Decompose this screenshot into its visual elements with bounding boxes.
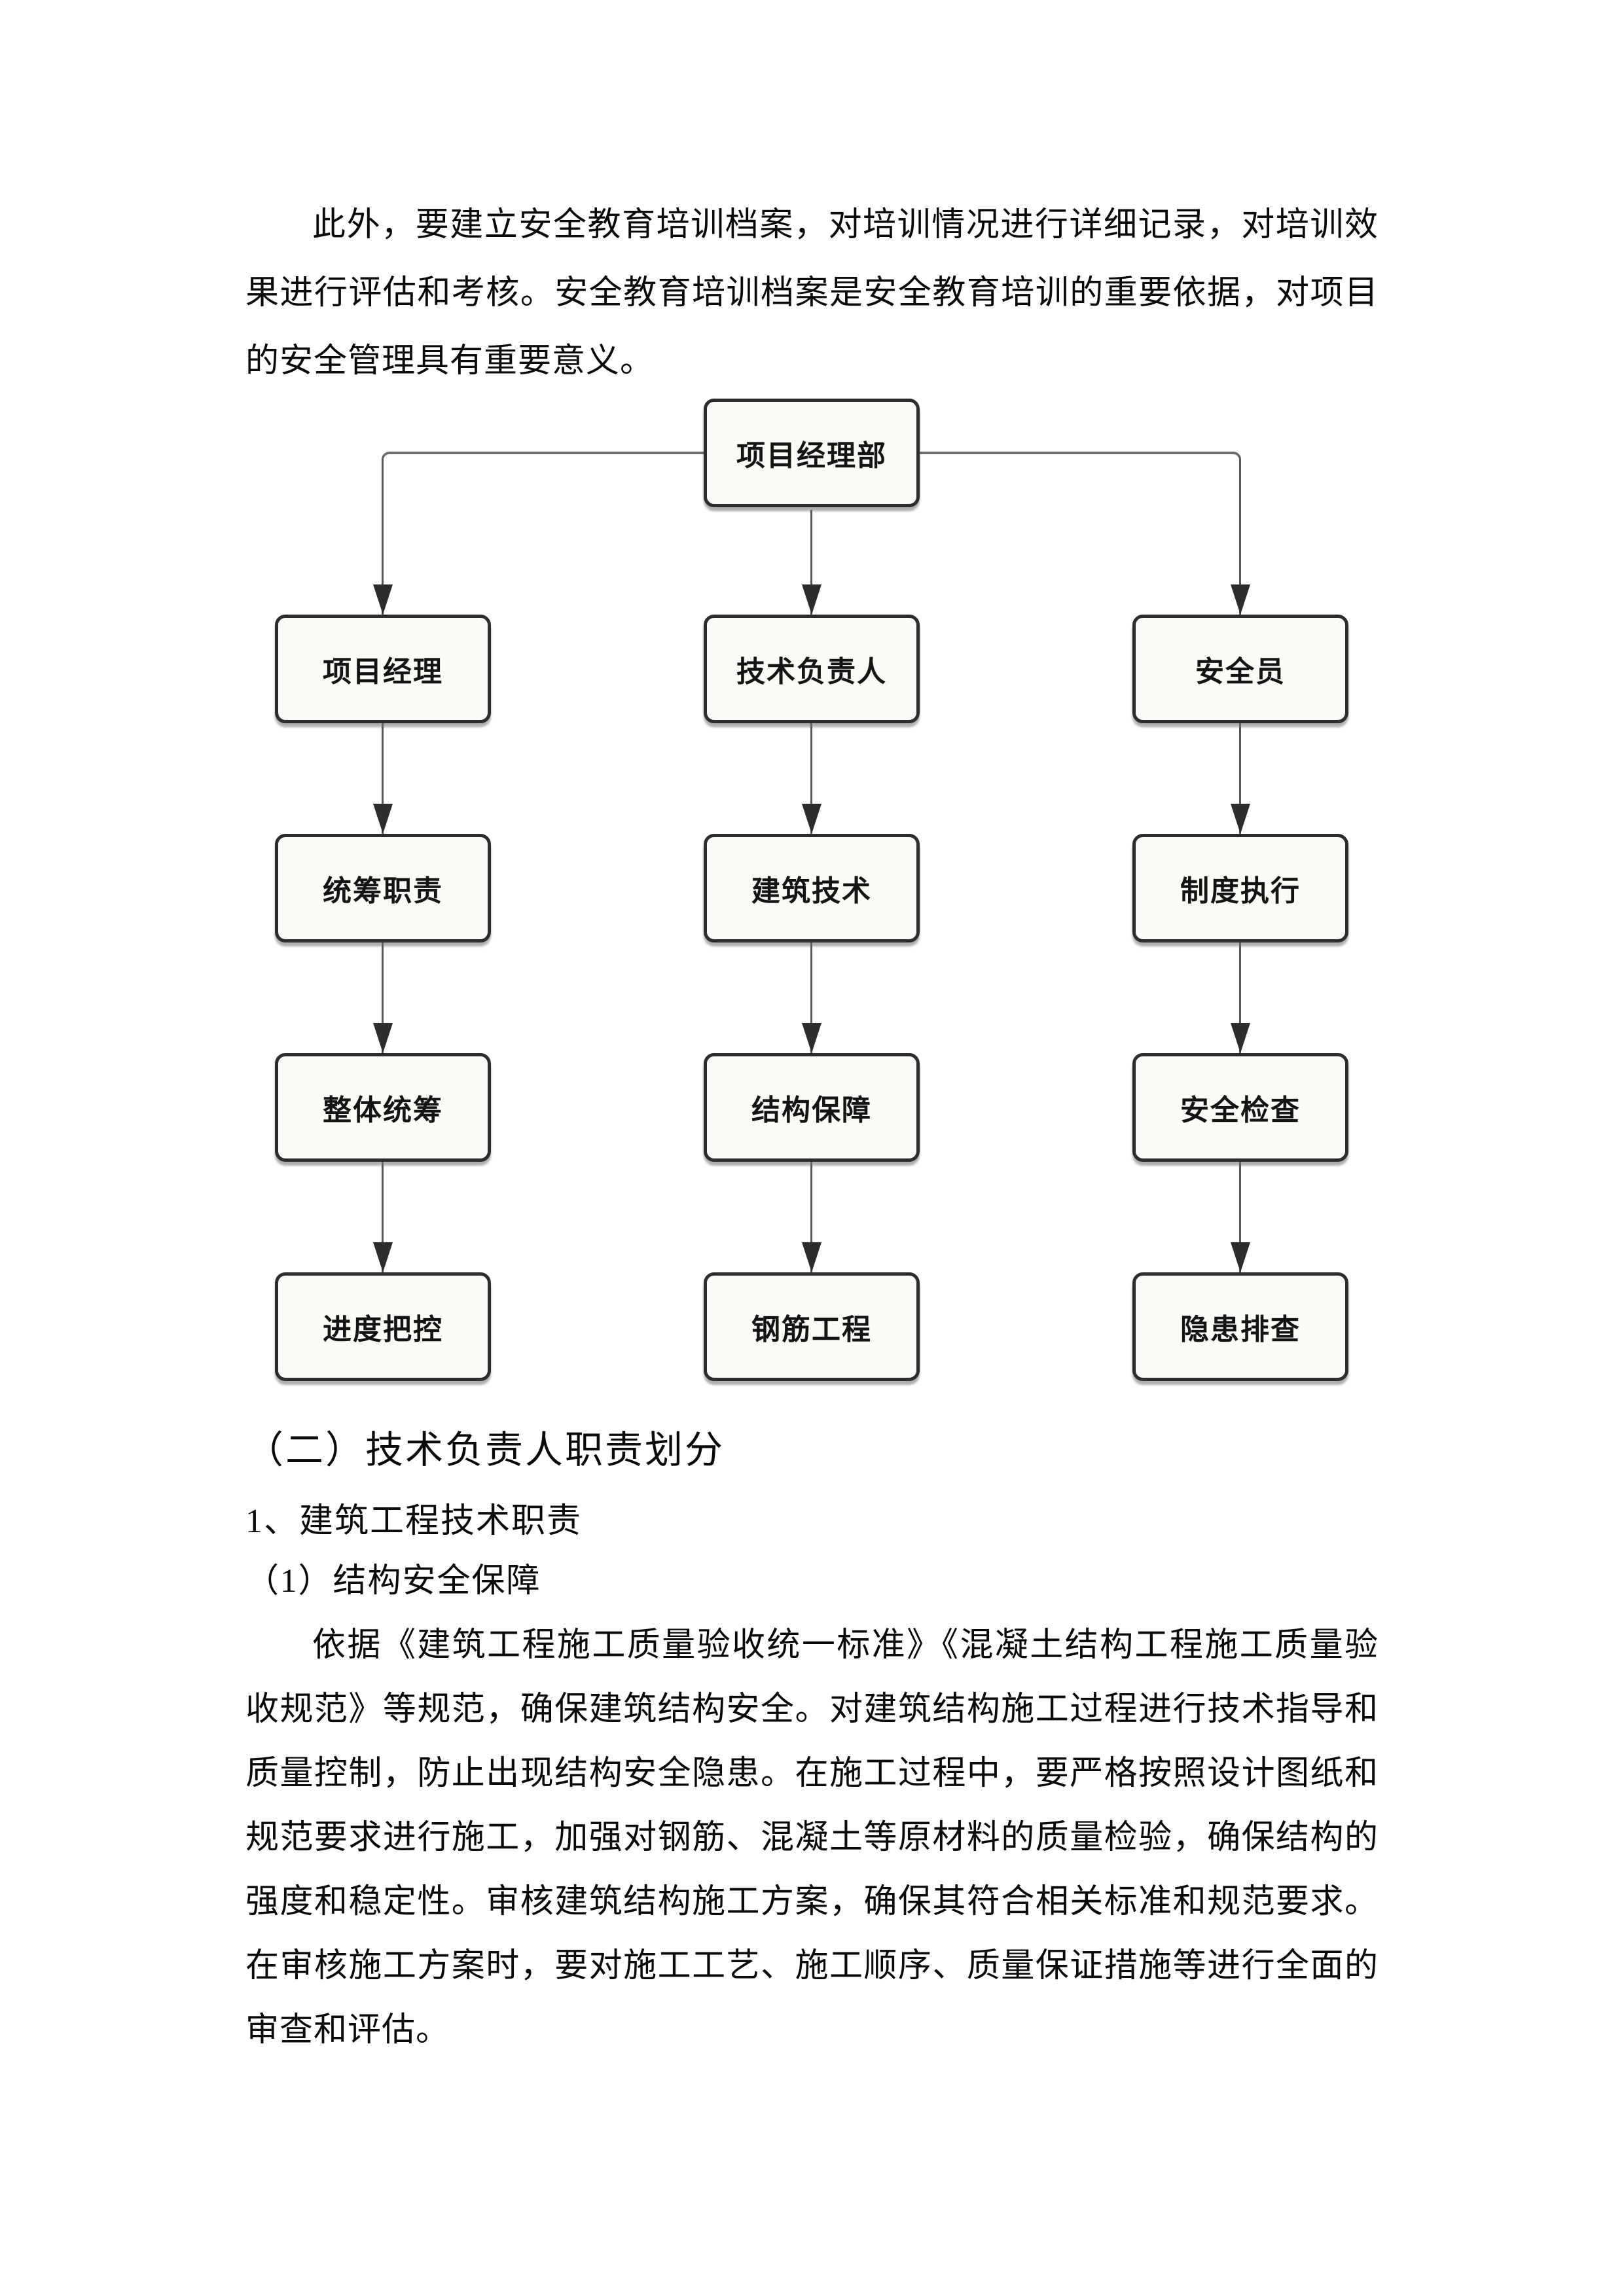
down-arrowhead-icon xyxy=(1231,1242,1250,1272)
flow-node-rebar-engineering: 钢筋工程 xyxy=(704,1272,920,1381)
down-arrowhead-icon xyxy=(373,1023,393,1053)
down-arrowhead-icon xyxy=(373,1242,393,1272)
flow-node-progress-control: 进度把控 xyxy=(275,1272,491,1381)
down-arrowhead-icon xyxy=(802,584,821,615)
flow-node-building-technology: 建筑技术 xyxy=(704,834,920,942)
flow-node-safety-inspection: 安全检查 xyxy=(1132,1053,1348,1162)
flow-node-overall-coordination: 整体统筹 xyxy=(275,1053,491,1162)
intro-paragraph: 此外，要建立安全教育培训档案，对培训情况进行详细记录，对培训效果进行评估和考核。… xyxy=(245,207,1379,380)
down-arrowhead-icon xyxy=(1231,1023,1250,1053)
org-structure-flowchart: 项目经理部 项目经理 技术负责人 安全员 统筹职责 建筑技术 制度执行 整体统筹… xyxy=(0,399,1624,1384)
flow-node-project-manager: 项目经理 xyxy=(275,615,491,723)
down-arrowhead-icon xyxy=(1231,584,1250,615)
down-arrowhead-icon xyxy=(373,584,393,615)
connector-col1-row2-row3 xyxy=(382,723,384,834)
connector-col2-row2-row3 xyxy=(810,723,812,834)
connector-col1-row3-row4 xyxy=(382,942,384,1053)
flow-node-safety-officer: 安全员 xyxy=(1132,615,1348,723)
connector-col2-row3-row4 xyxy=(810,942,812,1053)
flow-node-hazard-screening: 隐患排查 xyxy=(1132,1272,1348,1381)
connector-col3-row4-row5 xyxy=(1239,1162,1241,1272)
down-arrowhead-icon xyxy=(1231,804,1250,834)
body-paragraph: 依据《建筑工程施工质量验收统一标准》《混凝土结构工程施工质量验收规范》等规范，确… xyxy=(245,1627,1379,2049)
down-arrowhead-icon xyxy=(802,1023,821,1053)
flow-node-overall-duties: 统筹职责 xyxy=(275,834,491,942)
connector-col1-row4-row5 xyxy=(382,1162,384,1272)
sub-heading-technical-duties: 1、建筑工程技术职责 xyxy=(245,1503,583,1540)
connector-root-to-left-column xyxy=(382,452,704,615)
down-arrowhead-icon xyxy=(802,804,821,834)
flow-node-technical-director: 技术负责人 xyxy=(704,615,920,723)
flow-node-structure-assurance: 结构保障 xyxy=(704,1053,920,1162)
down-arrowhead-icon xyxy=(373,804,393,834)
page-content: 此外，要建立安全教育培训档案，对培训情况进行详细记录，对培训效果进行评估和考核。… xyxy=(0,207,1624,2049)
sub-heading-structural-safety: （1）结构安全保障 xyxy=(245,1563,541,1600)
connector-col2-row4-row5 xyxy=(810,1162,812,1272)
flow-node-rule-enforcement: 制度执行 xyxy=(1132,834,1348,942)
section-heading: （二）技术负责人职责划分 xyxy=(245,1429,725,1471)
flow-node-project-management-dept: 项目经理部 xyxy=(704,399,920,507)
connector-col3-row2-row3 xyxy=(1239,723,1241,834)
down-arrowhead-icon xyxy=(802,1242,821,1272)
connector-col3-row3-row4 xyxy=(1239,942,1241,1053)
connector-root-to-middle-column xyxy=(810,510,812,615)
connector-root-to-right-column xyxy=(920,452,1241,615)
